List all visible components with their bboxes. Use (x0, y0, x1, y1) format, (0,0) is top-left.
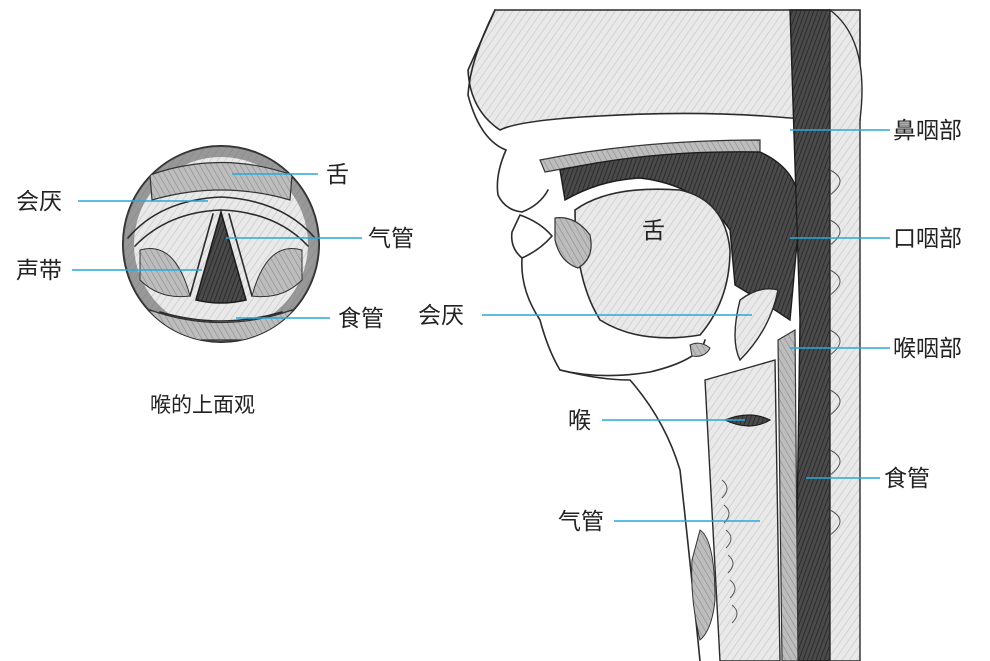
label-laryngopharynx: 喉咽部 (893, 336, 962, 362)
label-vocal-cords-top: 声带 (16, 258, 62, 284)
label-epiglottis-top: 会厌 (16, 189, 62, 215)
label-epiglottis-side: 会厌 (418, 303, 464, 329)
label-nasopharynx: 鼻咽部 (893, 118, 962, 144)
label-oropharynx: 口咽部 (893, 226, 962, 252)
caption-top-view: 喉的上面观 (150, 393, 255, 417)
larynx-top-view-illustration (123, 146, 319, 342)
label-tongue-side: 舌 (642, 218, 665, 244)
label-tongue-top: 舌 (326, 162, 349, 188)
sagittal-head-neck-illustration (468, 10, 862, 661)
label-trachea-top: 气管 (368, 226, 414, 252)
label-trachea-side: 气管 (558, 509, 604, 535)
label-esophagus-side: 食管 (884, 466, 930, 492)
label-larynx-side: 喉 (568, 408, 591, 434)
label-esophagus-top: 食管 (338, 306, 384, 332)
